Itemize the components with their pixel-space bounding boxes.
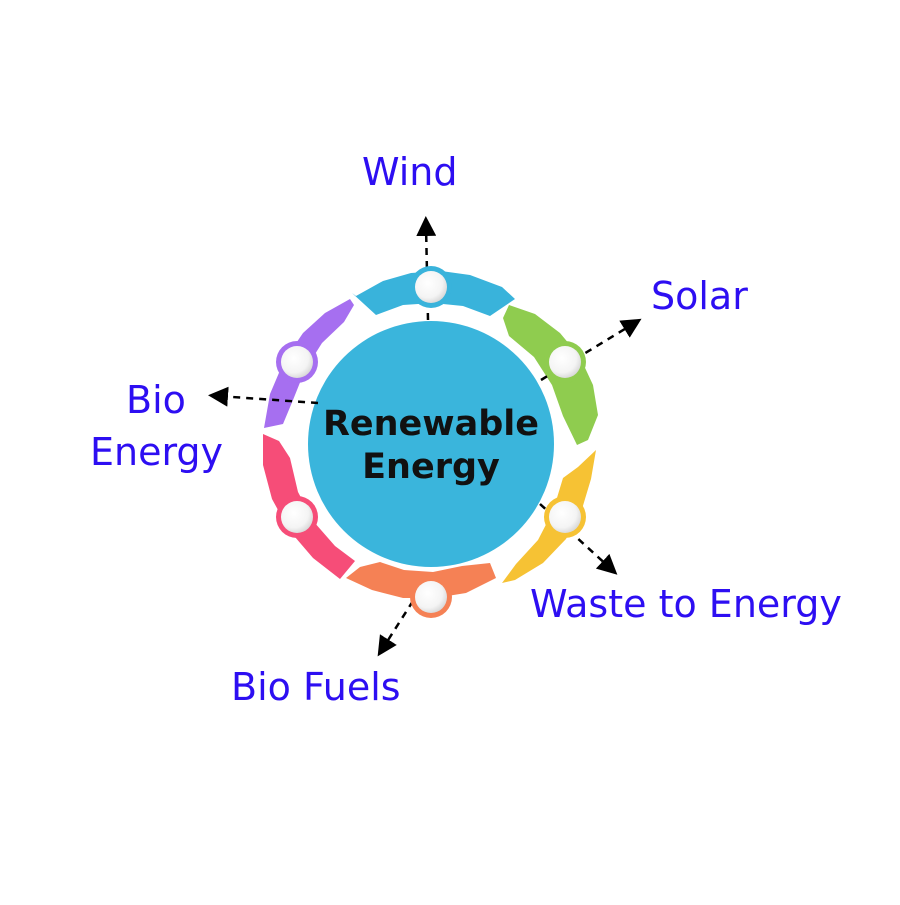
label-bio-fuels: Bio Fuels xyxy=(231,665,401,709)
ring-segment-waste xyxy=(502,450,596,583)
label-bio-energy: Bio Energy xyxy=(90,374,224,478)
label-wind: Wind xyxy=(362,150,458,194)
arrow-biofuels xyxy=(377,589,422,657)
node-bioenergy xyxy=(276,341,318,383)
center-title-line1: Renewable xyxy=(322,404,540,444)
node-waste xyxy=(544,496,586,538)
label-bio-energy-line2: Energy xyxy=(90,430,224,474)
center-title: Renewable Energy xyxy=(300,403,562,489)
label-bio-energy-line1: Bio xyxy=(126,378,186,422)
center-title-line2: Energy xyxy=(362,447,500,487)
node-pink xyxy=(276,496,318,538)
label-waste-to-energy: Waste to Energy xyxy=(530,582,842,626)
node-wind xyxy=(410,266,452,308)
arrow-bioenergy xyxy=(208,386,319,407)
node-solar xyxy=(544,341,586,383)
label-solar: Solar xyxy=(651,274,748,318)
node-biofuels xyxy=(410,576,452,618)
center-circle xyxy=(308,321,554,567)
ring-segment-pink xyxy=(263,434,355,579)
